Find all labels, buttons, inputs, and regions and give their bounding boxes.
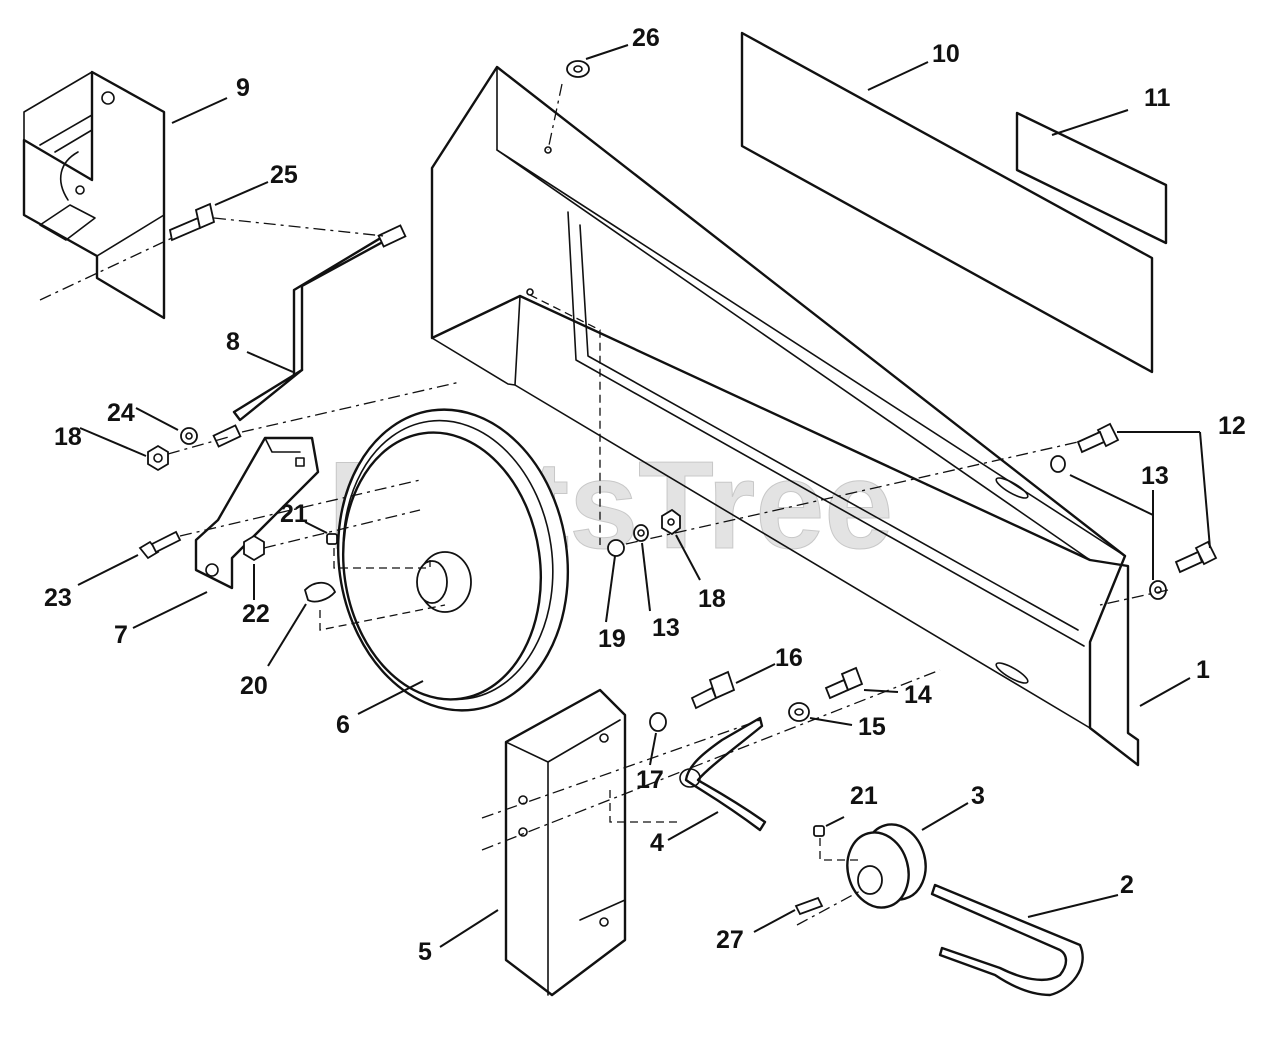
callout-3[interactable]: 3 — [971, 782, 985, 810]
hardware-27-key[interactable] — [794, 896, 824, 916]
callout-18-mid[interactable]: 18 — [698, 585, 726, 613]
hardware-18-nut-mid[interactable] — [661, 508, 681, 536]
callout-10[interactable]: 10 — [932, 40, 960, 68]
v-belt[interactable] — [930, 883, 1084, 997]
callout-27[interactable]: 27 — [716, 926, 744, 954]
small-pulley[interactable] — [839, 818, 934, 915]
hardware-19-lockwasher[interactable] — [607, 539, 625, 557]
hardware-23-bolt[interactable] — [138, 530, 182, 560]
lower-belt-guard[interactable] — [504, 688, 627, 997]
callout-2[interactable]: 2 — [1120, 871, 1134, 899]
hardware-21-setscrew-upper[interactable] — [326, 533, 338, 545]
callout-19[interactable]: 19 — [598, 625, 626, 653]
hardware-13-washer-mid[interactable] — [633, 524, 649, 542]
callout-numbers: 1 2 3 4 5 6 7 8 9 10 11 12 13 13 14 15 1… — [44, 24, 1246, 966]
hardware-24-washer[interactable] — [180, 427, 198, 445]
hardware-17-lockwasher[interactable] — [649, 712, 667, 732]
idler-spring[interactable] — [679, 716, 767, 832]
hardware-26-nut[interactable] — [566, 60, 590, 78]
callout-8[interactable]: 8 — [226, 328, 240, 356]
callout-13-upper[interactable]: 13 — [1141, 462, 1169, 490]
decal-large[interactable] — [740, 31, 1154, 374]
hardware-18-nut-left[interactable] — [147, 444, 169, 472]
callout-17[interactable]: 17 — [636, 766, 664, 794]
hardware-21-setscrew-lower[interactable] — [813, 825, 825, 837]
callout-26[interactable]: 26 — [632, 24, 660, 52]
pivot-bracket[interactable] — [194, 436, 320, 590]
hardware-14-bolt[interactable] — [824, 666, 864, 700]
upper-bracket[interactable] — [22, 70, 166, 320]
hardware-12-bolt-lower[interactable] — [1174, 540, 1218, 574]
hardware-15-washer[interactable] — [788, 702, 810, 722]
callout-15[interactable]: 15 — [858, 713, 886, 741]
callout-9[interactable]: 9 — [236, 74, 250, 102]
hardware-13-washer-upper[interactable] — [1050, 455, 1066, 473]
callout-24[interactable]: 24 — [107, 399, 135, 427]
callout-6[interactable]: 6 — [336, 711, 350, 739]
hardware-16-bolt[interactable] — [690, 670, 736, 710]
callout-23[interactable]: 23 — [44, 584, 72, 612]
callout-16[interactable]: 16 — [775, 644, 803, 672]
assembly-lines — [39, 83, 1169, 926]
callout-25[interactable]: 25 — [270, 161, 298, 189]
callout-5[interactable]: 5 — [418, 938, 432, 966]
callout-18-left[interactable]: 18 — [54, 423, 82, 451]
hardware-13-washer-lower[interactable] — [1149, 580, 1167, 600]
callout-12[interactable]: 12 — [1218, 412, 1246, 440]
callout-13-mid[interactable]: 13 — [652, 614, 680, 642]
hardware-20-key[interactable] — [303, 581, 337, 603]
adjusting-rod[interactable] — [212, 224, 407, 448]
callout-20[interactable]: 20 — [240, 672, 268, 700]
leader-lines — [77, 44, 1211, 948]
callout-4[interactable]: 4 — [650, 829, 664, 857]
hardware-12-bolt-upper[interactable] — [1076, 422, 1120, 454]
hardware-25-bolt[interactable] — [168, 202, 216, 242]
decal-small[interactable] — [1015, 111, 1168, 245]
callout-11[interactable]: 11 — [1144, 84, 1171, 112]
callout-7[interactable]: 7 — [114, 621, 128, 649]
belt-guard-housing[interactable] — [430, 65, 1140, 767]
callout-21-upper[interactable]: 21 — [280, 500, 308, 528]
hardware-22-nut[interactable] — [243, 534, 265, 562]
callout-14[interactable]: 14 — [904, 681, 932, 709]
callout-21-lower[interactable]: 21 — [850, 782, 878, 810]
large-pulley[interactable] — [319, 395, 587, 726]
callout-1[interactable]: 1 — [1196, 656, 1210, 684]
callout-22[interactable]: 22 — [242, 600, 270, 628]
